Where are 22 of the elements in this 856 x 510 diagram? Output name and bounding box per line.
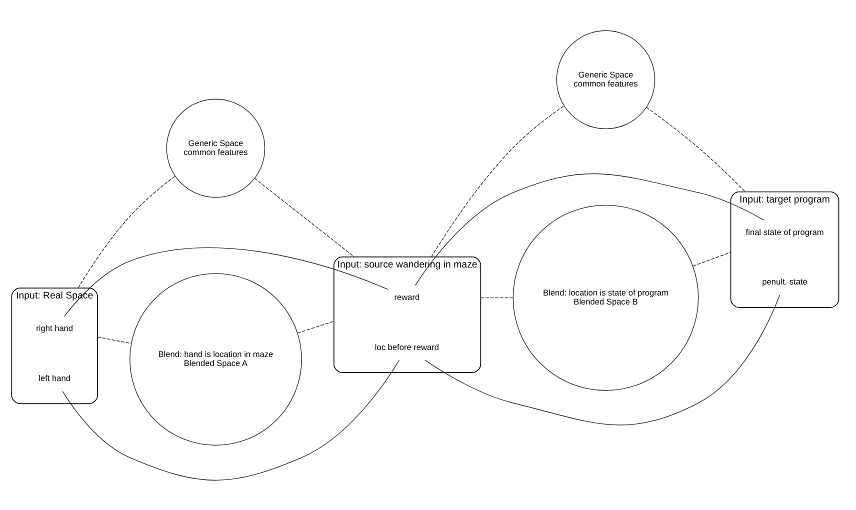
connector [430, 104, 564, 257]
connector [62, 359, 400, 480]
node-text: right hand [36, 322, 74, 333]
node-text: left hand [38, 372, 71, 382]
connector [692, 251, 732, 266]
connector [646, 106, 746, 192]
connector [254, 178, 355, 257]
node-circle: Generic Space common features [166, 98, 266, 198]
node-circle: Blend: location is state of program Blended Space B [512, 204, 699, 390]
node-circle: Blend: hand is location in maze Blended Space A [130, 272, 302, 446]
node-text: penult. state [762, 276, 808, 286]
connector [424, 294, 780, 425]
connector [97, 336, 132, 344]
connector [297, 320, 334, 333]
node-text: reward [394, 291, 420, 302]
connector [414, 172, 764, 286]
connector [480, 296, 514, 298]
node-text: loc before reward [374, 341, 440, 352]
node-circle: Generic Space common features [556, 30, 656, 129]
node-text: final state of program [746, 226, 824, 236]
connector [64, 246, 388, 316]
connector [78, 175, 176, 288]
